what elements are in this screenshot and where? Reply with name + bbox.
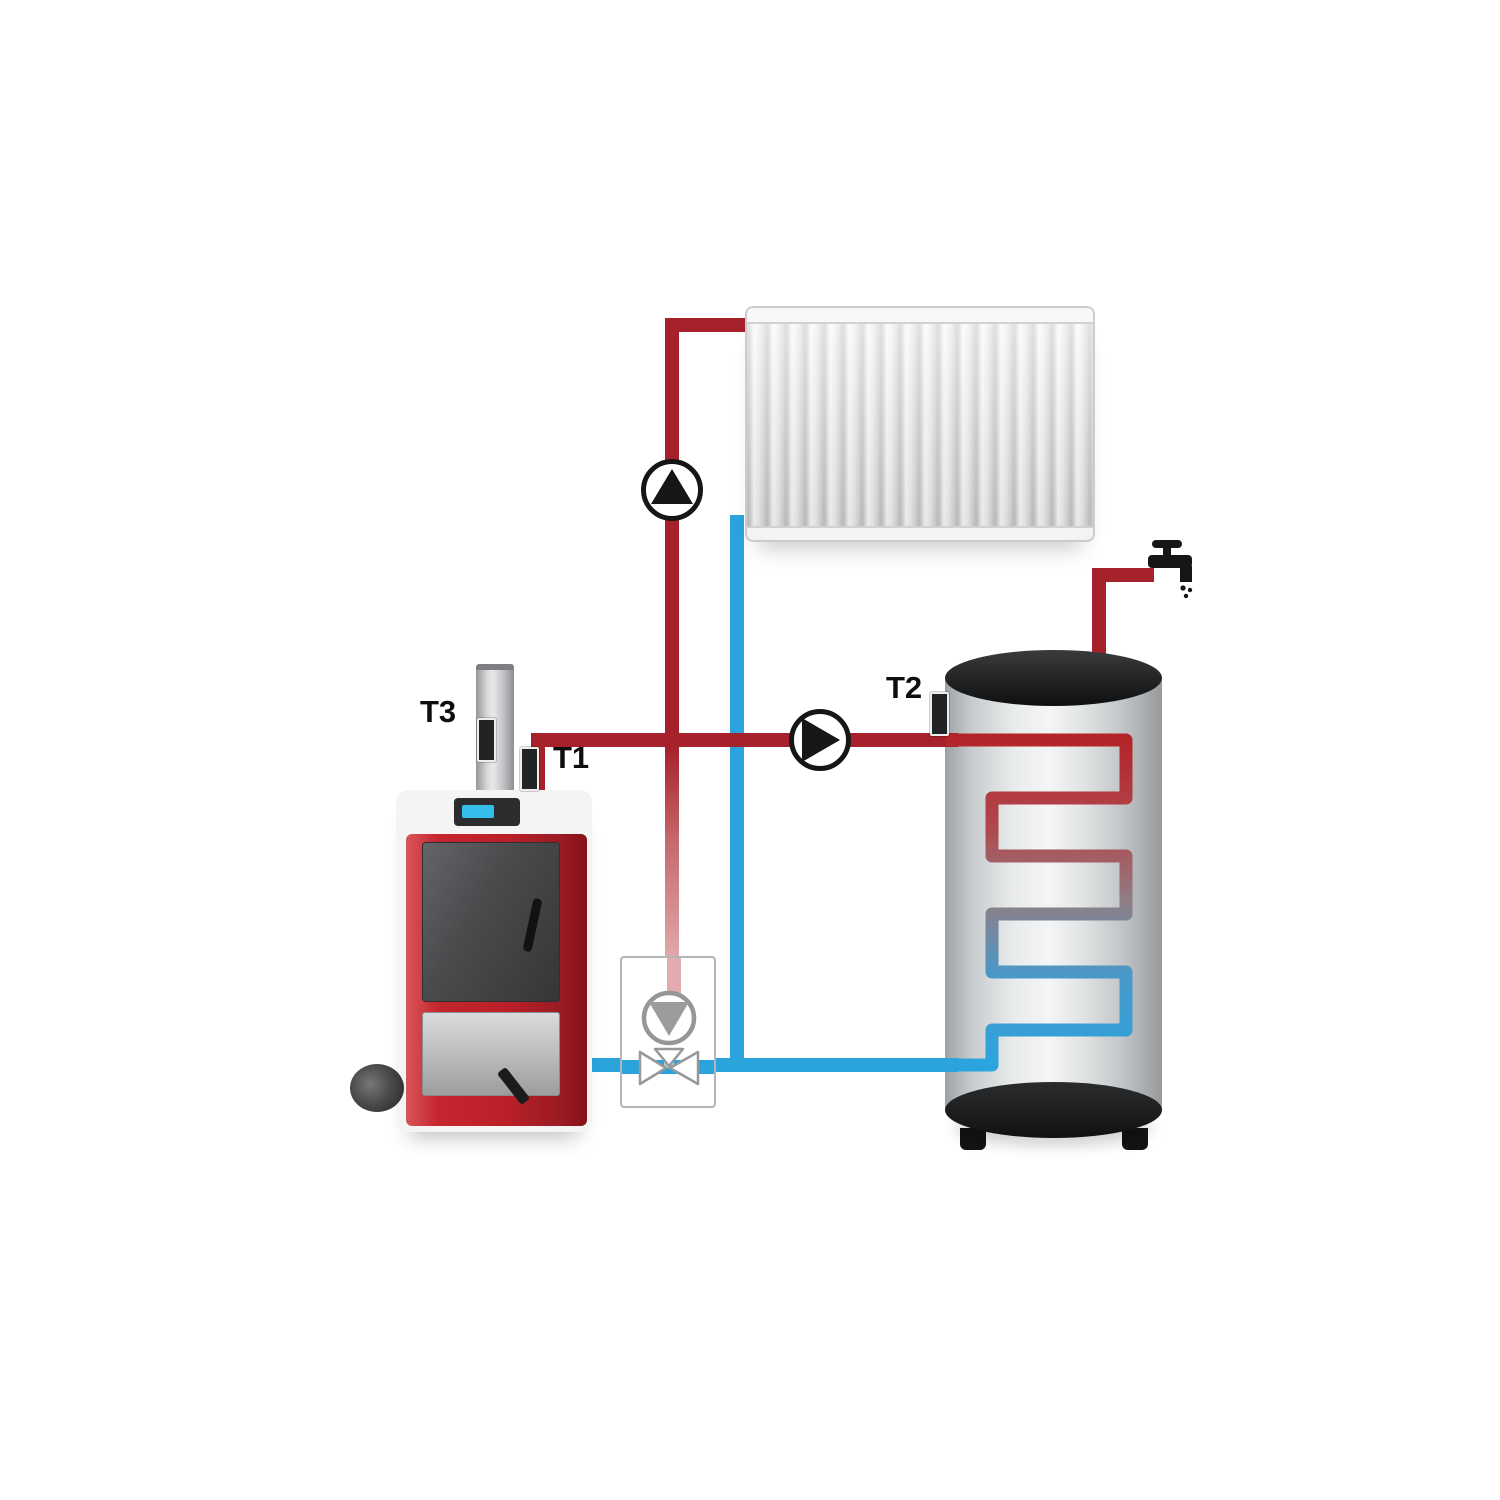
radiator-return-pipe [730,515,744,1072]
sensor-t1-label: T1 [553,740,590,775]
boiler-ash-drawer [350,1064,404,1112]
mixing-pump-icon [641,990,697,1046]
tank-heating-coil [946,733,1133,1072]
panel-radiator [745,306,1095,542]
boiler-lower-door [422,1012,560,1096]
sensor-t3 [477,718,496,762]
tank-foot-right [1122,1128,1148,1150]
boiler-display-screen [462,805,494,818]
mixing-group-inlet-stub [667,958,681,994]
sensor-t2-label: T2 [886,670,923,705]
mixing-pump-group [620,956,716,1108]
tank-foot-left [960,1128,986,1150]
radiator-loop-pump-icon [641,459,703,521]
solid-fuel-boiler [396,790,592,1132]
mixing-return-pipe [665,747,679,962]
boiler-controller-display [454,798,520,826]
three-way-valve-icon [638,1047,700,1086]
tank-base [945,1082,1162,1138]
boiler-upper-door [422,842,560,1002]
sensor-t3-label: T3 [420,694,457,729]
faucet-supply-pipe [1092,568,1154,582]
tank-loop-pump-icon [789,709,851,771]
radiator-supply-pipe [665,318,760,332]
tank-top-cap [945,650,1162,706]
faucet-icon [1148,540,1193,599]
radiator-supply-riser [665,318,679,747]
tank-outlet-riser [1092,568,1106,672]
sensor-t2 [930,692,949,736]
sensor-t1 [520,747,539,791]
tank-supply-pipe [531,733,958,747]
